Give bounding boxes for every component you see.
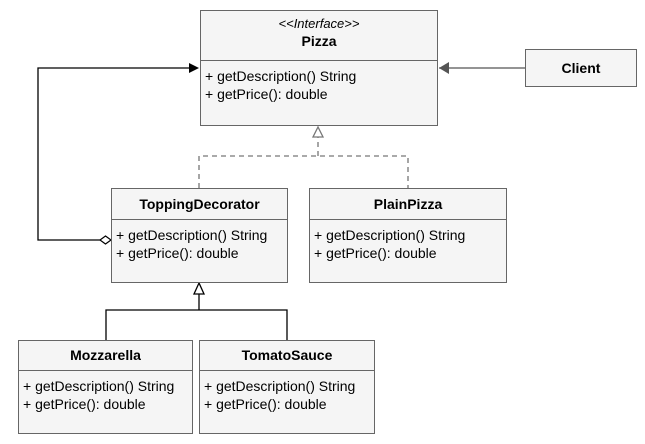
class-pizza-stereotype: <<Interface>> <box>278 16 360 31</box>
method: + getPrice(): double <box>23 396 146 412</box>
method: + getDescription() String <box>314 227 466 243</box>
method: + getPrice(): double <box>204 396 327 412</box>
method: + getDescription() String <box>204 378 356 394</box>
class-plain-pizza[interactable]: PlainPizza + getDescription() String + g… <box>309 188 507 283</box>
class-pizza-methods: + getDescription() String + getPrice(): … <box>201 61 437 103</box>
generalization-arrowhead-icon <box>192 281 206 295</box>
class-topping-decorator-name: ToppingDecorator <box>112 189 287 220</box>
class-pizza-name: Pizza <box>301 33 337 49</box>
association-arrowhead-icon <box>439 62 449 74</box>
class-mozzarella[interactable]: Mozzarella + getDescription() String + g… <box>18 340 193 434</box>
method: + getDescription() String <box>116 227 268 243</box>
class-plain-pizza-name: PlainPizza <box>310 189 506 220</box>
generalization-to-decorator <box>105 281 288 340</box>
class-topping-decorator-methods: + getDescription() String + getPrice(): … <box>112 220 287 262</box>
class-pizza[interactable]: <<Interface>> Pizza + getDescription() S… <box>200 10 438 126</box>
realization-arrowhead-icon <box>311 125 325 138</box>
realization-to-pizza <box>198 125 409 188</box>
class-topping-decorator[interactable]: ToppingDecorator + getDescription() Stri… <box>111 188 288 283</box>
class-plain-pizza-methods: + getDescription() String + getPrice(): … <box>310 220 506 262</box>
method: + getDescription() String <box>205 68 357 84</box>
class-mozzarella-name: Mozzarella <box>19 341 192 371</box>
association-client-pizza <box>439 62 525 74</box>
method: + getDescription() String <box>23 378 175 394</box>
class-tomato-sauce-methods: + getDescription() String + getPrice(): … <box>200 371 374 413</box>
class-mozzarella-methods: + getDescription() String + getPrice(): … <box>19 371 192 413</box>
aggregation-diamond-icon <box>98 235 113 245</box>
aggregation-decorator-pizza <box>37 63 199 245</box>
class-client[interactable]: Client <box>525 49 637 87</box>
class-tomato-sauce[interactable]: TomatoSauce + getDescription() String + … <box>199 340 375 434</box>
method: + getPrice(): double <box>205 86 328 102</box>
class-pizza-header: <<Interface>> Pizza <box>201 11 437 61</box>
method: + getPrice(): double <box>116 245 239 261</box>
class-client-name: Client <box>561 60 601 76</box>
method: + getPrice(): double <box>314 245 437 261</box>
aggregation-arrowhead-icon <box>189 63 199 73</box>
class-tomato-sauce-name: TomatoSauce <box>200 341 374 371</box>
